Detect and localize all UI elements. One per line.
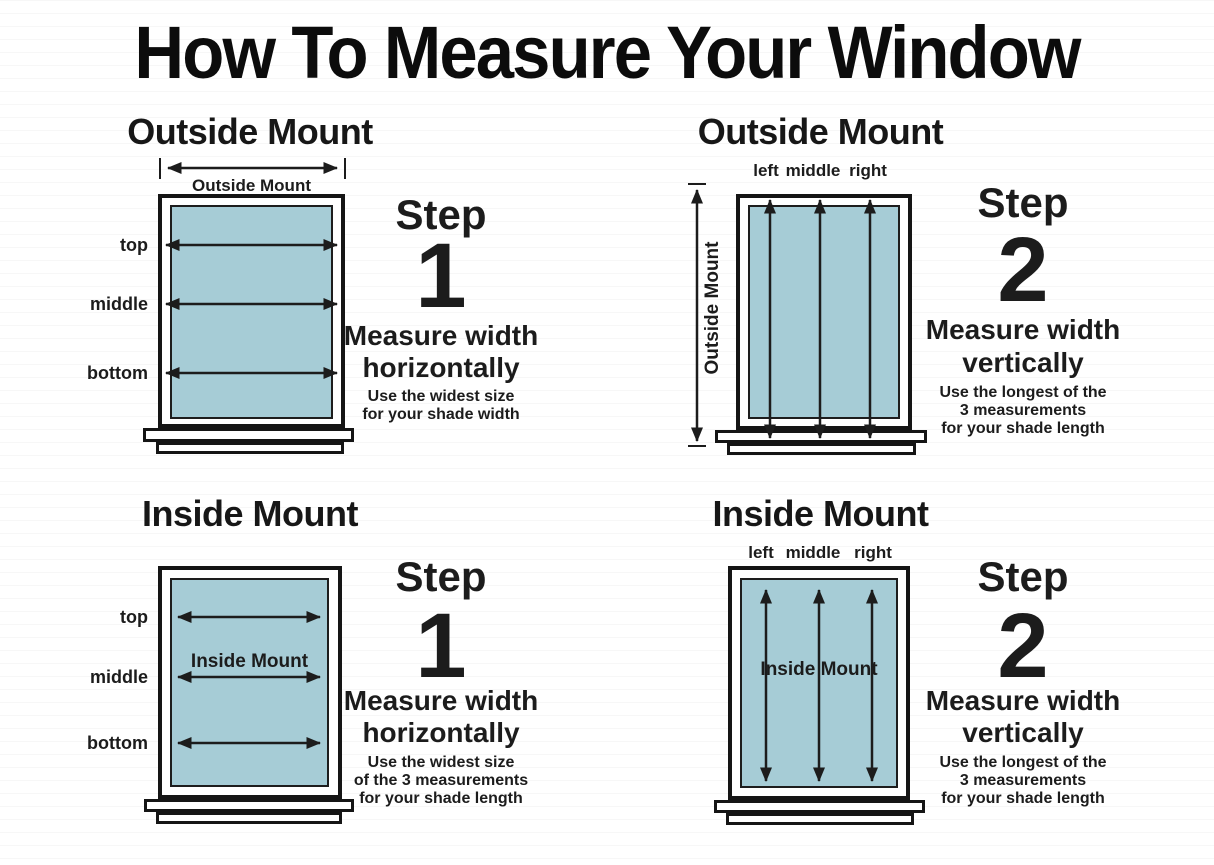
window-pane [748,205,900,419]
window-pane [740,578,898,788]
heading-outside-mount-step1: Outside Mount [127,111,373,152]
ruler-label-outside-mount-width: Outside Mount [192,176,311,195]
step-note-line: Use the widest size [367,754,515,771]
window-sill-bottom [156,442,344,454]
step-title-line2: horizontally [362,352,520,383]
step-number: 2 [997,595,1049,697]
window-sill-top [144,799,354,812]
step-number: 1 [415,225,467,327]
row-label-bottom: bottom [87,733,148,753]
step-note-line: 3 measurements [959,772,1087,789]
row-label-bottom: bottom [87,363,148,383]
step-note-line: 3 measurements [959,402,1087,419]
step-note-line: for your shade length [941,790,1105,807]
col-label-middle: middle [785,161,841,180]
step-note-line: Use the longest of the [939,384,1107,401]
window-pane [170,205,333,419]
step-title-line1: Measure width [343,320,539,351]
step-word: Step [395,191,487,238]
window-sill-bottom [726,813,914,825]
step-title-line2: vertically [962,347,1084,378]
row-label-top: top [120,235,148,255]
row-label-top: top [120,607,148,627]
row-label-middle: middle [89,667,148,687]
step-title-line1: Measure width [925,314,1121,345]
step-note-line: for your shade width [362,406,520,423]
window-sill-top [143,428,354,442]
step-title-line2: vertically [962,717,1084,748]
step-note-line: Use the longest of the [939,754,1107,771]
step-number: 1 [415,595,467,697]
col-label-left: left [748,543,774,562]
window-sill-bottom [156,812,342,824]
col-label-right: right [849,161,887,180]
step-word: Step [977,179,1069,226]
heading-inside-mount-step1: Inside Mount [142,493,358,534]
step-note-line: of the 3 measurements [353,772,529,789]
step-title-line1: Measure width [925,685,1121,716]
window-sill-top [715,430,927,443]
heading-inside-mount-step2: Inside Mount [712,493,929,534]
col-label-middle: middle [785,543,841,562]
page-title: How To Measure Your Window [134,11,1081,94]
step-note-line: for your shade length [941,420,1105,437]
step-title-line1: Measure width [343,685,539,716]
step-title-line2: horizontally [362,717,520,748]
step-note-line: for your shade length [359,790,523,807]
col-label-right: right [854,543,892,562]
heading-outside-mount-step2: Outside Mount [697,111,944,152]
step-note-line: Use the widest size [367,388,515,405]
row-label-middle: middle [89,294,148,314]
window-sill-top [714,800,925,813]
col-label-left: left [753,161,779,180]
ruler-label-outside-mount-height: Outside Mount [702,241,723,375]
window-sill-bottom [727,443,916,455]
step-word: Step [395,553,487,600]
step-number: 2 [997,219,1049,321]
pane-label-inside-mount: Inside Mount [190,651,309,672]
window-pane [170,578,329,787]
step-word: Step [977,553,1069,600]
pane-label-inside-mount: Inside Mount [760,659,878,680]
